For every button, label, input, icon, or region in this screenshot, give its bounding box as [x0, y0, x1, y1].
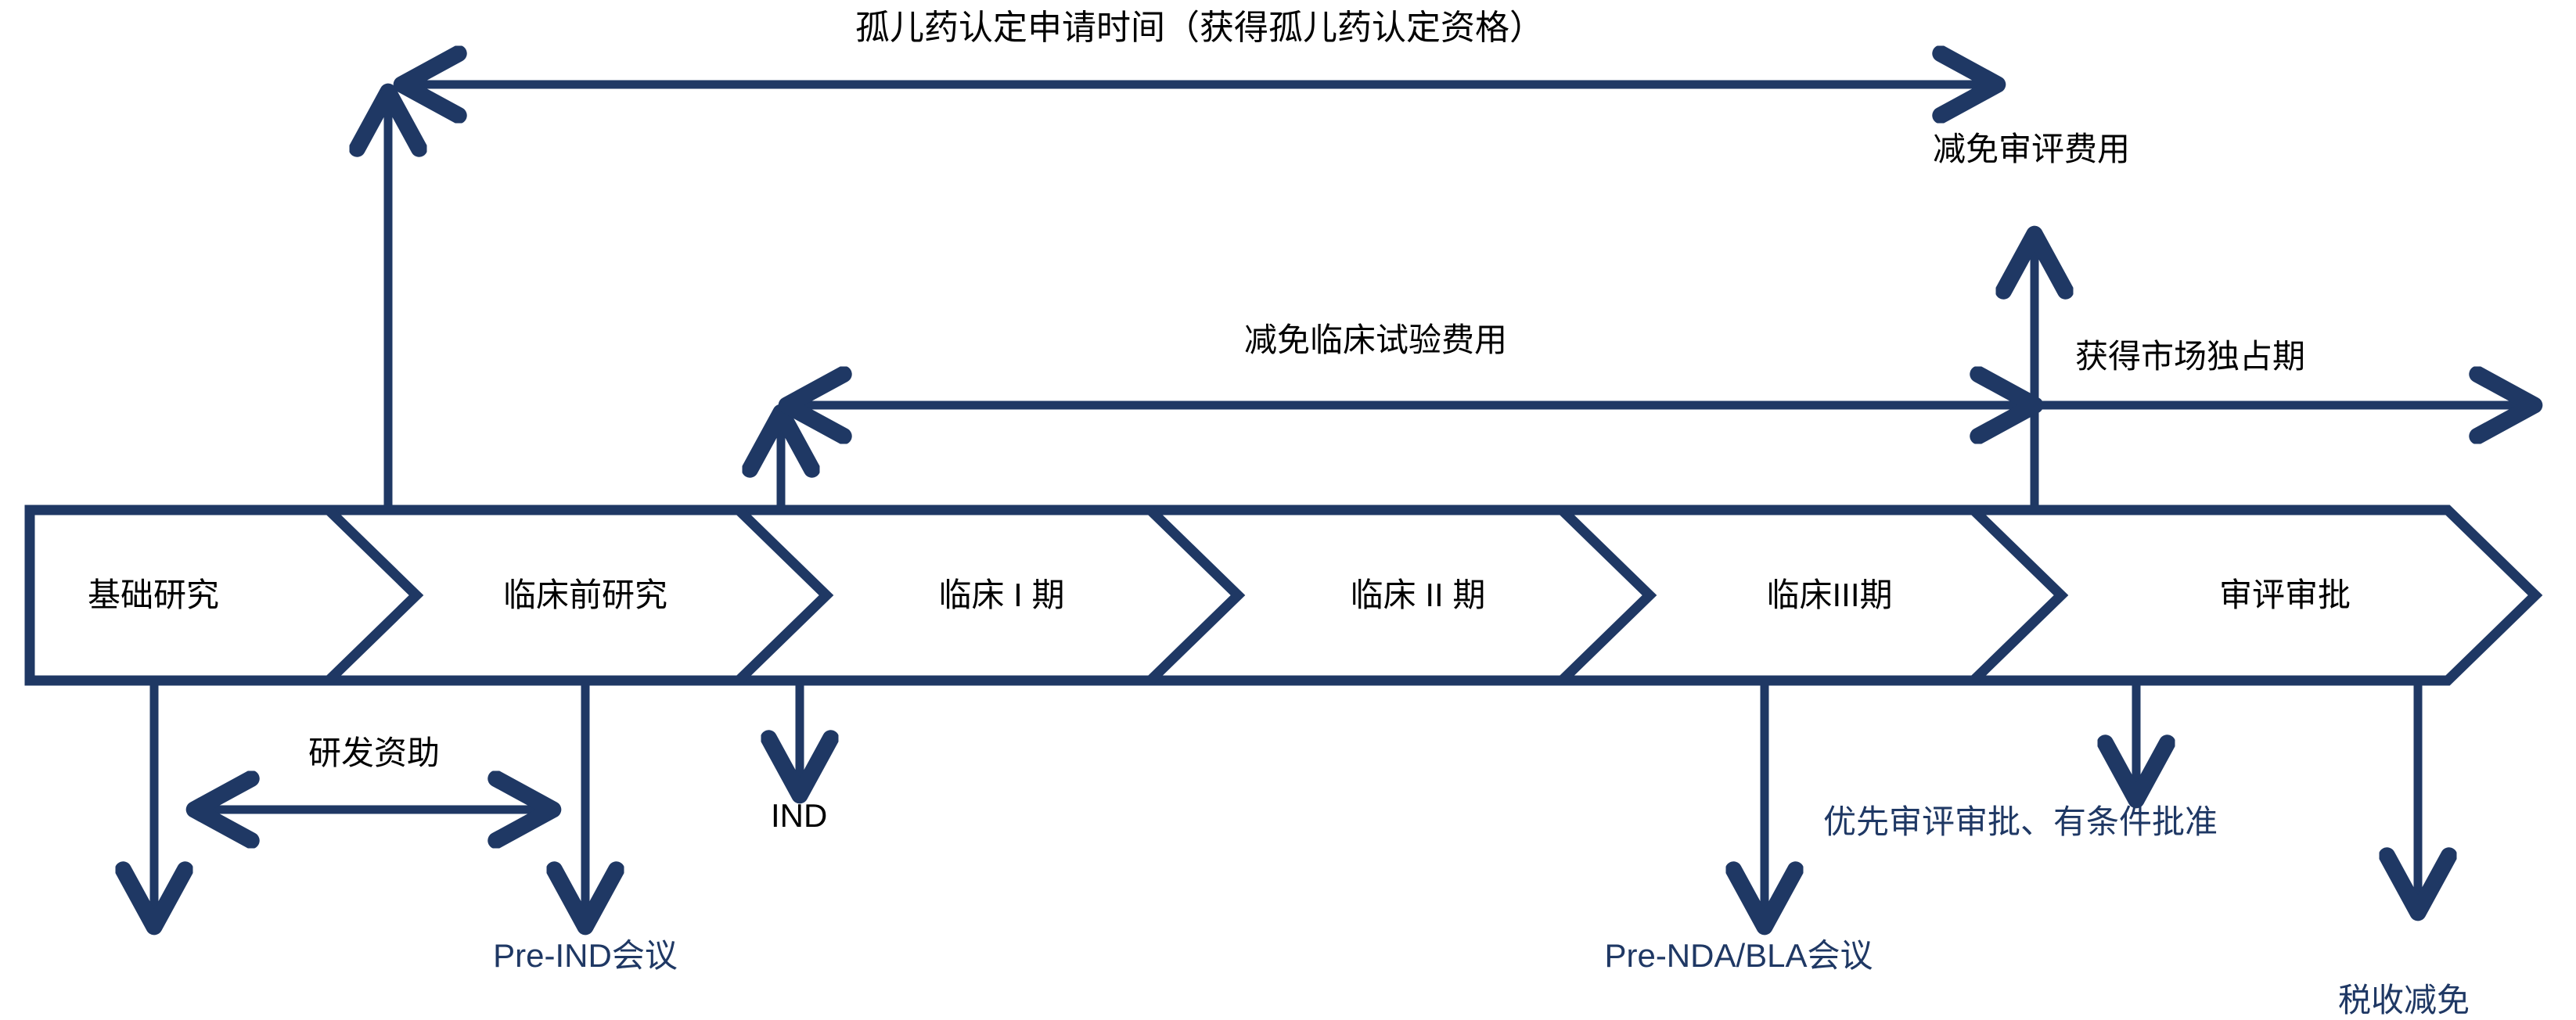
bottom-drop-lines [154, 681, 2418, 921]
chevron-divider-1 [325, 506, 424, 684]
stage-label-review-approval[interactable]: 审评审批 [2218, 576, 2351, 613]
chevron-divider-2 [735, 506, 834, 684]
label-review-fee-waiver: 减免审评费用 [1933, 131, 2131, 167]
label-pre-ind-meeting: Pre-IND会议 [493, 937, 678, 974]
label-market-exclusivity: 获得市场独占期 [2075, 338, 2306, 375]
label-priority-review: 优先审评审批、有条件批准 [1823, 803, 2218, 840]
label-clinical-trial-fee-waiver: 减免临床试验费用 [1243, 321, 1508, 358]
process-bar-outline [24, 505, 2543, 686]
label-rd-funding: 研发资助 [308, 734, 441, 771]
process-bar [24, 505, 2543, 686]
stage-label-basic-research[interactable]: 基础研究 [87, 576, 220, 613]
label-orphan-designation: 孤儿药认定申请时间（获得孤儿药认定资格） [855, 9, 1544, 47]
orphan-designation-arrow [388, 84, 1992, 510]
stage-label-phase3[interactable]: 临床III期 [1766, 576, 1893, 613]
stage-label-phase2[interactable]: 临床 II 期 [1350, 576, 1486, 613]
stage-label-phase1[interactable]: 临床 I 期 [938, 576, 1065, 613]
stage-label-preclinical[interactable]: 临床前研究 [502, 576, 668, 613]
label-tax-reduction: 税收减免 [2338, 982, 2470, 1018]
chevron-divider-3 [1146, 506, 1246, 684]
label-ind: IND [771, 797, 828, 834]
label-pre-nda-bla-meeting: Pre-NDA/BLA会议 [1604, 937, 1873, 974]
chevron-divider-5 [1970, 506, 2069, 684]
chevron-divider-4 [1558, 506, 1657, 684]
clinical-fee-waiver-arrow [781, 405, 2030, 510]
